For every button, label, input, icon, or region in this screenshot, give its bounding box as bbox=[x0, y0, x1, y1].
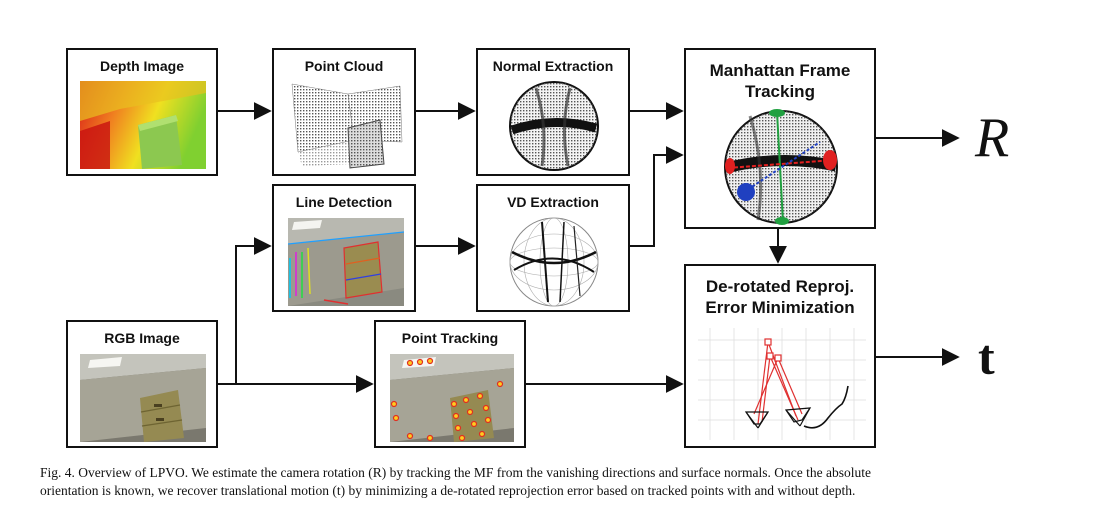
manhattan-sphere-thumbnail bbox=[724, 109, 838, 225]
vd-sphere-thumbnail bbox=[509, 217, 599, 307]
normal-extraction-block: Normal Extraction bbox=[476, 48, 630, 176]
manhattan-title-line1: Manhattan Frame bbox=[709, 61, 851, 80]
line-detection-block: Line Detection bbox=[272, 184, 416, 312]
manhattan-title-line2: Tracking bbox=[745, 82, 815, 101]
depth-image-block: Depth Image bbox=[66, 48, 218, 176]
point-cloud-title: Point Cloud bbox=[304, 58, 384, 74]
arrow-rgb-to-lines bbox=[218, 237, 272, 385]
point-tracking-block: Point Tracking bbox=[374, 320, 526, 448]
rotation-output-symbol: R bbox=[975, 107, 1010, 169]
line-detection-thumbnail bbox=[288, 218, 404, 306]
translation-output-symbol: t bbox=[978, 329, 995, 385]
arrow-vd-to-mf bbox=[630, 146, 684, 247]
normal-extraction-title: Normal Extraction bbox=[492, 58, 614, 74]
rgb-image-title: RGB Image bbox=[104, 330, 180, 346]
figure-caption: Fig. 4. Overview of LPVO. We estimate th… bbox=[40, 464, 1080, 500]
point-cloud-block: Point Cloud bbox=[272, 48, 416, 176]
rgb-image-thumbnail bbox=[80, 354, 206, 442]
caption-line-2: orientation is known, we recover transla… bbox=[40, 483, 856, 498]
normal-sphere-thumbnail bbox=[509, 81, 599, 171]
vd-extraction-title: VD Extraction bbox=[507, 194, 599, 210]
caption-line-1: Fig. 4. Overview of LPVO. We estimate th… bbox=[40, 465, 871, 480]
derotated-reprojection-block: De-rotated Reproj. Error Minimization bbox=[684, 264, 876, 448]
depth-image-thumbnail bbox=[80, 81, 206, 169]
point-cloud-thumbnail bbox=[291, 83, 403, 169]
point-tracking-thumbnail bbox=[390, 354, 514, 442]
derotated-title-line2: Error Minimization bbox=[705, 298, 855, 317]
depth-image-title: Depth Image bbox=[99, 58, 184, 74]
vd-extraction-block: VD Extraction bbox=[476, 184, 630, 312]
rgb-image-block: RGB Image bbox=[66, 320, 218, 448]
point-tracking-title: Point Tracking bbox=[401, 330, 499, 346]
line-detection-title: Line Detection bbox=[295, 194, 393, 210]
derotated-title-line1: De-rotated Reproj. bbox=[705, 277, 855, 296]
manhattan-frame-tracking-block: Manhattan Frame Tracking bbox=[684, 48, 876, 229]
trajectory-plot-thumbnail bbox=[698, 328, 866, 440]
